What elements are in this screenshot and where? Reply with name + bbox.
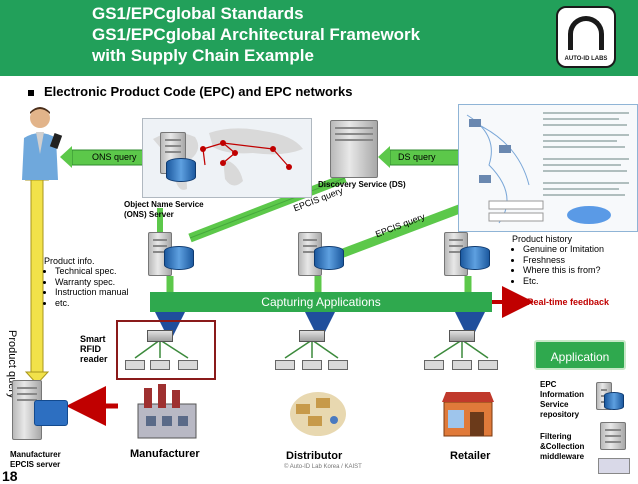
manufacturer-label: Manufacturer xyxy=(130,448,200,460)
discovery-service-label: Discovery Service (DS) xyxy=(318,180,406,189)
distributor-reader-icon xyxy=(299,330,325,342)
distributor-label: Distributor xyxy=(286,450,343,462)
distributor-database-icon xyxy=(314,246,344,270)
capturing-applications-bar: Capturing Applications xyxy=(150,292,492,312)
folder-icon xyxy=(34,400,68,426)
consumer-with-phone xyxy=(14,104,68,180)
epc-info-label-2: Information xyxy=(540,390,584,399)
filtering-middleware-label: Filtering &Collection middleware xyxy=(540,432,584,462)
title-line-3: with Supply Chain Example xyxy=(92,46,314,65)
ons-server-label-2: (ONS) Server xyxy=(124,210,174,219)
copyright-text: © Auto-ID Lab Korea / KAIST xyxy=(284,464,362,470)
epc-info-label-4: repository xyxy=(540,410,580,419)
square-bullet-icon xyxy=(28,89,34,96)
middleware-server-icon xyxy=(600,422,626,450)
ons-database-icon xyxy=(166,158,196,182)
logo-text: AUTO-ID LABS xyxy=(564,56,608,62)
smart-rfid-reader-box xyxy=(116,320,216,380)
architecture-diagram-icon xyxy=(466,112,629,224)
product-history-panel: Product history Genuine or Imitation Fre… xyxy=(512,234,636,286)
retailer-database-icon xyxy=(460,246,490,270)
retailer-reader-icon xyxy=(449,330,475,342)
filtering-label-2: &Collection xyxy=(540,442,585,451)
product-info-title: Product info. xyxy=(44,256,95,266)
filtering-label-3: middleware xyxy=(540,452,585,461)
page-number: 18 xyxy=(2,468,18,484)
epc-info-label-3: Service xyxy=(540,400,569,409)
manufacturer-epcis-label-2: EPCIS server xyxy=(10,460,61,469)
person-icon xyxy=(22,107,63,180)
epc-information-service-label: EPC Information Service repository xyxy=(540,380,584,420)
discovery-service-server-icon xyxy=(330,120,378,178)
product-history-title: Product history xyxy=(512,234,573,244)
product-history-item: Where this is from? xyxy=(523,265,636,276)
product-history-item: Genuine or Imitation xyxy=(523,244,636,255)
manufacturer-epcis-label-1: Manufacturer xyxy=(10,450,61,459)
reader-label: reader xyxy=(80,354,108,364)
epcis-repository-database-icon xyxy=(604,392,624,410)
retail-store-icon xyxy=(440,384,496,438)
title-line-2: GS1/EPCglobal Architectural Framework xyxy=(92,25,421,44)
auto-id-labs-logo: AUTO-ID LABS xyxy=(556,6,616,68)
logo-arch-icon xyxy=(568,16,604,50)
product-info-item: Warranty spec. xyxy=(55,277,146,288)
epcis-query-arrow-2 xyxy=(328,203,464,263)
rfid-label: RFID xyxy=(80,344,101,354)
ons-server-label-1: Object Name Service xyxy=(124,200,204,209)
retailer-label: Retailer xyxy=(450,450,491,462)
bullet-title: Electronic Product Code (EPC) and EPC ne… xyxy=(28,84,352,99)
manufacturer-reader-icon xyxy=(147,330,173,342)
product-info-item: etc. xyxy=(55,298,146,309)
product-history-item: Freshness xyxy=(523,255,636,266)
smart-rfid-reader-label: Smart RFID reader xyxy=(80,334,108,364)
epc-info-label-1: EPC xyxy=(540,380,557,389)
filtering-label-1: Filtering xyxy=(540,432,572,441)
title-line-1: GS1/EPCglobal Standards xyxy=(92,4,304,23)
application-box: Application xyxy=(534,340,626,370)
product-info-item: Instruction manual xyxy=(55,287,146,298)
product-history-item: Etc. xyxy=(523,276,636,287)
distributor-icon xyxy=(286,384,350,438)
bullet-title-text: Electronic Product Code (EPC) and EPC ne… xyxy=(44,84,353,99)
header-banner: GS1/EPCglobal Standards GS1/EPCglobal Ar… xyxy=(0,0,638,76)
internet-world-map xyxy=(142,118,312,198)
manufacturer-database-icon xyxy=(164,246,194,270)
manufacturer-epcis-server-label: Manufacturer EPCIS server xyxy=(10,450,61,470)
product-info-panel: Product info. Technical spec. Warranty s… xyxy=(44,256,146,308)
ons-query-label: ONS query xyxy=(92,152,137,162)
real-time-feedback-label: Real-time feedback xyxy=(527,297,610,307)
factory-icon xyxy=(132,382,202,440)
architecture-diagram-thumbnail xyxy=(458,104,638,232)
smart-label: Smart xyxy=(80,334,106,344)
product-info-item: Technical spec. xyxy=(55,266,146,277)
ds-query-label: DS query xyxy=(398,152,436,162)
middleware-device-icon xyxy=(598,458,630,474)
